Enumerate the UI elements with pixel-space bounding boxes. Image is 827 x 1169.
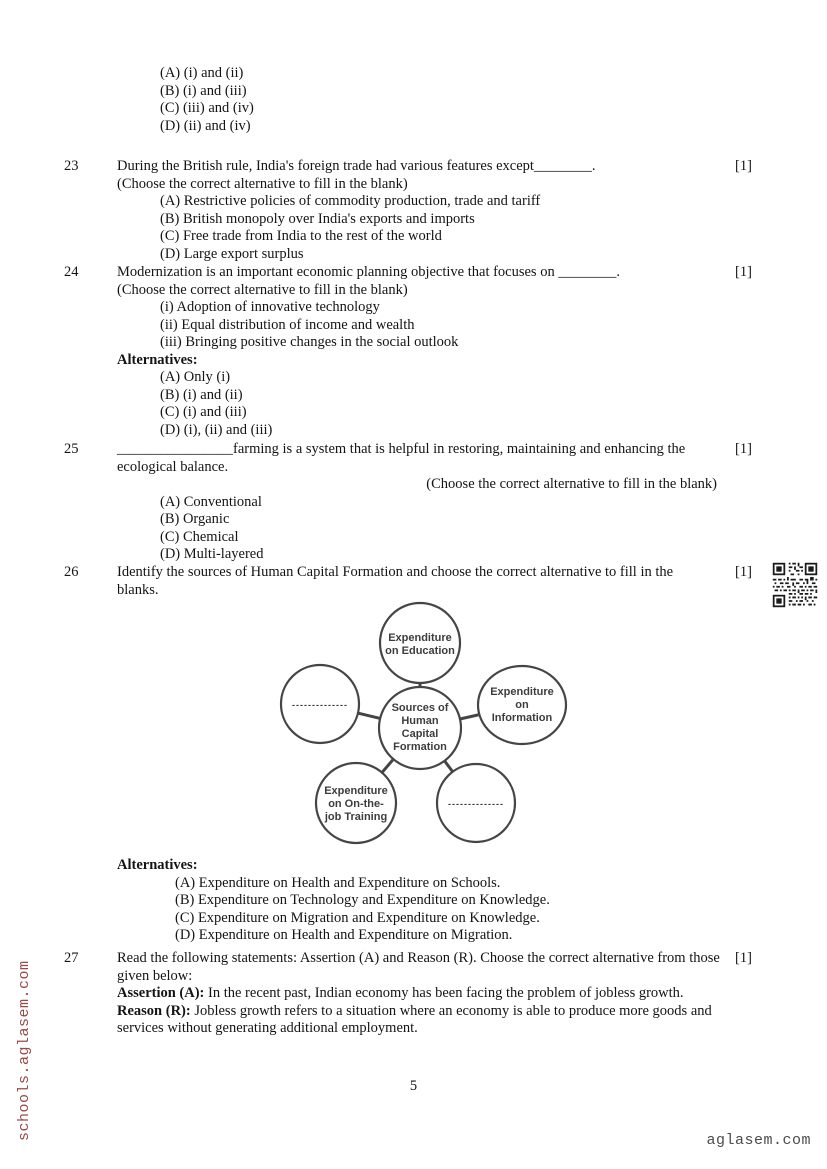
- diagram-label: Information: [492, 712, 553, 724]
- option-item: (C) Free trade from India to the rest of…: [160, 228, 442, 244]
- options-list: (A) Conventional (B) Organic (C) Chemica…: [160, 494, 729, 564]
- option-item: (C) Chemical: [160, 528, 239, 545]
- question-text: Modernization is an important economic p…: [117, 264, 620, 280]
- diagram-label: Formation: [393, 741, 447, 753]
- question-25: 25 [1] ________________farming is a syst…: [64, 441, 764, 564]
- diagram-blank-label: --------------: [292, 700, 348, 710]
- alternatives-label: Alternatives:: [117, 857, 198, 873]
- question-26-alternatives: Alternatives: (A) Expenditure on Health …: [117, 857, 550, 945]
- question-hint: (Choose the correct alternative to fill …: [117, 175, 408, 192]
- diagram-node-bottom-left: [314, 761, 398, 845]
- question-number: 23: [64, 158, 79, 174]
- previous-question-options: (A) (i) and (ii) (B) (i) and (iii) (C) (…: [160, 65, 254, 135]
- statement-list: (i) Adoption of innovative technology (i…: [160, 299, 729, 352]
- diagram-label: job Training: [324, 811, 387, 823]
- diagram-label: Capital: [402, 728, 439, 740]
- reason-label: Reason (R):: [117, 1002, 191, 1019]
- question-text: Identify the sources of Human Capital Fo…: [117, 564, 674, 598]
- diagram-node-right: [476, 664, 568, 746]
- diagram-label: Expenditure: [490, 686, 554, 698]
- statement-item: (iii) Bringing positive changes in the s…: [160, 334, 459, 350]
- statement-item: (i) Adoption of innovative technology: [160, 299, 380, 315]
- question-26: 26 [1] Identify the sources of Human Cap…: [64, 564, 764, 599]
- alternatives-label: Alternatives:: [117, 351, 198, 368]
- assertion-paragraph: Assertion (A): In the recent past, India…: [117, 985, 729, 1003]
- human-capital-formation-diagram: Expenditure on Education Expenditure on …: [279, 601, 568, 845]
- option-item: (D) Expenditure on Health and Expenditur…: [175, 927, 513, 943]
- option-item: (D) Multi-layered: [160, 546, 264, 562]
- page-number: 5: [409, 1078, 418, 1094]
- question-hint: (Choose the correct alternative to fill …: [426, 476, 717, 492]
- options-list: (A) Only (i) (B) (i) and (ii) (C) (i) an…: [160, 369, 729, 439]
- diagram-label: on Education: [385, 645, 455, 657]
- option-item: (A) (i) and (ii): [160, 65, 244, 81]
- question-marks: [1]: [735, 264, 752, 280]
- option-item: (D) Large export surplus: [160, 245, 304, 262]
- question-number: 25: [64, 441, 79, 457]
- reason-text: Jobless growth refers to a situation whe…: [117, 1002, 712, 1037]
- option-item: (A) Conventional: [160, 493, 262, 510]
- option-item: (B) (i) and (iii): [160, 82, 247, 99]
- diagram-node-left: [279, 663, 361, 745]
- diagram-labels: Expenditure on Education Expenditure on …: [292, 632, 554, 823]
- diagram-node-bottom-right: [435, 762, 517, 844]
- question-marks: [1]: [735, 950, 752, 966]
- options-list: (A) Expenditure on Health and Expenditur…: [175, 875, 550, 945]
- option-item: (A) Only (i): [160, 369, 231, 385]
- option-item: (B) Organic: [160, 511, 230, 527]
- statement-item: (ii) Equal distribution of income and we…: [160, 316, 415, 333]
- diagram-label: on On-the-: [328, 798, 384, 810]
- question-text: Read the following statements: Assertion…: [117, 950, 720, 984]
- option-item: (C) (i) and (iii): [160, 404, 247, 420]
- question-marks: [1]: [735, 441, 752, 457]
- option-item: (C) (iii) and (iv): [160, 100, 254, 116]
- option-item: (A) Expenditure on Health and Expenditur…: [175, 874, 501, 891]
- question-number: 27: [64, 950, 79, 966]
- diagram-label: Sources of: [392, 702, 449, 714]
- diagram-blank-label: --------------: [448, 799, 504, 809]
- diagram-label: Expenditure: [388, 632, 452, 644]
- qr-code-icon: [771, 561, 819, 609]
- options-list: (A) Restrictive policies of commodity pr…: [160, 193, 729, 263]
- question-number: 26: [64, 564, 79, 580]
- question-24: 24 [1] Modernization is an important eco…: [64, 264, 764, 439]
- question-number: 24: [64, 264, 79, 280]
- diagram-label: on: [515, 699, 529, 711]
- option-item: (C) Expenditure on Migration and Expendi…: [175, 909, 540, 926]
- assertion-text: In the recent past, Indian economy has b…: [204, 985, 684, 1001]
- option-item: (B) British monopoly over India's export…: [160, 210, 475, 227]
- question-text: During the British rule, India's foreign…: [117, 158, 596, 174]
- question-marks: [1]: [735, 564, 752, 580]
- question-hint: (Choose the correct alternative to fill …: [117, 281, 408, 298]
- option-item: (B) Expenditure on Technology and Expend…: [175, 892, 550, 908]
- option-item: (D) (ii) and (iv): [160, 117, 251, 134]
- diagram-label: Human: [401, 715, 439, 727]
- option-item: (B) (i) and (ii): [160, 386, 243, 403]
- diagram-node-center: [377, 685, 463, 771]
- question-marks: [1]: [735, 158, 752, 174]
- option-item: (A) Restrictive policies of commodity pr…: [160, 193, 541, 209]
- assertion-label: Assertion (A):: [117, 985, 205, 1001]
- option-item: (D) (i), (ii) and (iii): [160, 421, 273, 438]
- watermark-bottom-right: aglasem.com: [706, 1132, 811, 1149]
- reason-paragraph: Reason (R): Jobless growth refers to a s…: [117, 1003, 729, 1038]
- diagram-node-top: [378, 601, 462, 685]
- diagram-label: Expenditure: [324, 785, 388, 797]
- question-27: 27 [1] Read the following statements: As…: [64, 950, 764, 1038]
- question-text: ________________farming is a system that…: [117, 441, 686, 475]
- question-23: 23 [1] During the British rule, India's …: [64, 158, 764, 263]
- watermark-left: schools.aglasem.com: [16, 960, 33, 1141]
